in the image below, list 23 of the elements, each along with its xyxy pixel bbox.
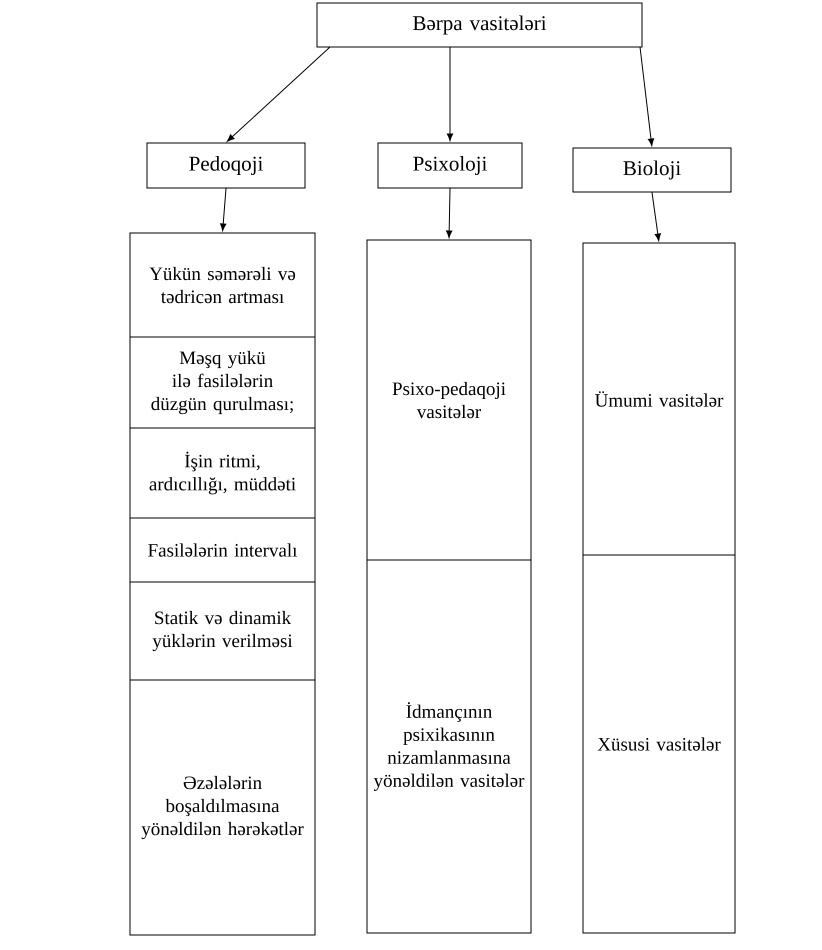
category-box: Bioloji	[572, 148, 732, 192]
text-cell: Məşq yükü ilə fasilələrin düzgün qurulması;	[151, 350, 293, 414]
arrow	[220, 188, 226, 232]
column-box	[130, 232, 316, 936]
text-cell: Ümumi vasitələr	[595, 391, 724, 407]
text-cell: Statik və dinamik yüklərin verilməsi	[152, 610, 292, 652]
text-cell: Xüsusi vasitələr	[598, 737, 721, 751]
heading-box: Bərpa vasitələri	[316, 2, 642, 48]
arrow	[226, 46, 330, 142]
column-box	[582, 242, 736, 934]
arrow	[446, 188, 452, 238]
text-cell: İşin ritmi, ardıcıllığı, müddəti	[150, 452, 296, 494]
arrow	[446, 47, 454, 141]
arrow	[640, 46, 654, 146]
text-cell: İdmançının psixikasının nizamlanmasına yönəldilən vasitələr	[374, 702, 524, 791]
text-cell: Psixo-pedaqoji vasitələr	[392, 382, 506, 418]
category-box: Psixoloji	[378, 142, 522, 188]
category-box: Pedoqoji	[146, 142, 306, 188]
column-box	[366, 240, 532, 934]
arrow	[652, 192, 661, 242]
text-cell: Yükün səmərəli və tədricən artması	[149, 266, 296, 304]
text-cell: Fasilələrin intervalı	[148, 543, 298, 557]
text-cell: Əzələlərin boşaldılmasına yönəldilən hərəkətlər	[142, 776, 304, 840]
